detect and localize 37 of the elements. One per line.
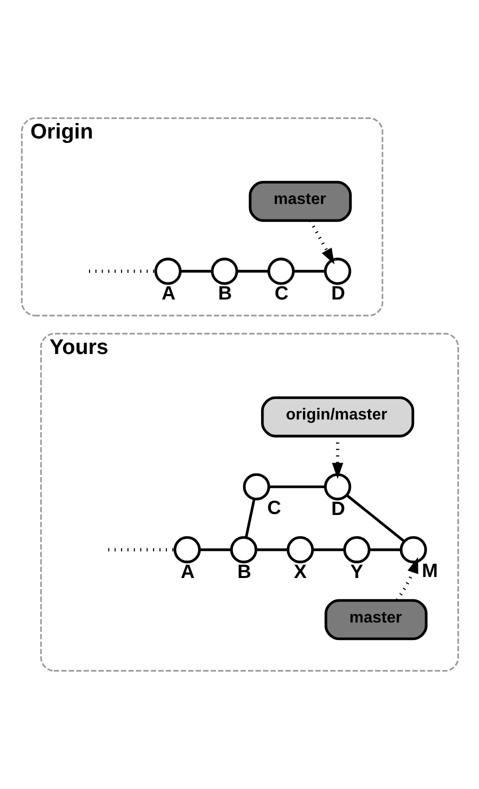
connector bbox=[244, 498, 255, 538]
connector bbox=[256, 548, 288, 552]
connector bbox=[312, 548, 344, 552]
node-circle bbox=[154, 258, 182, 285]
node-circle bbox=[324, 473, 351, 500]
node-circle bbox=[324, 258, 351, 285]
node-label: M bbox=[421, 560, 438, 582]
node-circle bbox=[230, 536, 257, 564]
node-circle bbox=[266, 258, 294, 285]
connector bbox=[268, 485, 325, 488]
node-label: B bbox=[218, 283, 232, 304]
node-label: B bbox=[236, 562, 251, 583]
node-label: C bbox=[274, 283, 288, 304]
node-label: Y bbox=[350, 562, 363, 583]
node-circle bbox=[342, 536, 370, 564]
connector bbox=[180, 270, 212, 273]
node-label: A bbox=[180, 562, 194, 583]
node-circle bbox=[286, 536, 314, 564]
node-label: X bbox=[293, 562, 306, 583]
node-label: D bbox=[330, 283, 345, 304]
connector bbox=[292, 270, 325, 273]
node-circle bbox=[210, 258, 238, 285]
node-circle bbox=[173, 536, 200, 564]
arrow bbox=[395, 557, 418, 601]
node-box: origin/master bbox=[260, 396, 414, 438]
arrow bbox=[308, 220, 334, 264]
node-label: D bbox=[330, 498, 345, 520]
connector bbox=[346, 494, 404, 542]
node-box: master bbox=[248, 180, 352, 222]
node-label: C bbox=[266, 498, 281, 519]
node-label: A bbox=[161, 283, 175, 304]
connector bbox=[236, 270, 268, 273]
connector bbox=[199, 548, 231, 552]
node-circle bbox=[399, 536, 426, 564]
node-box: master bbox=[324, 599, 428, 640]
node-circle bbox=[242, 473, 270, 500]
connector bbox=[368, 548, 400, 552]
